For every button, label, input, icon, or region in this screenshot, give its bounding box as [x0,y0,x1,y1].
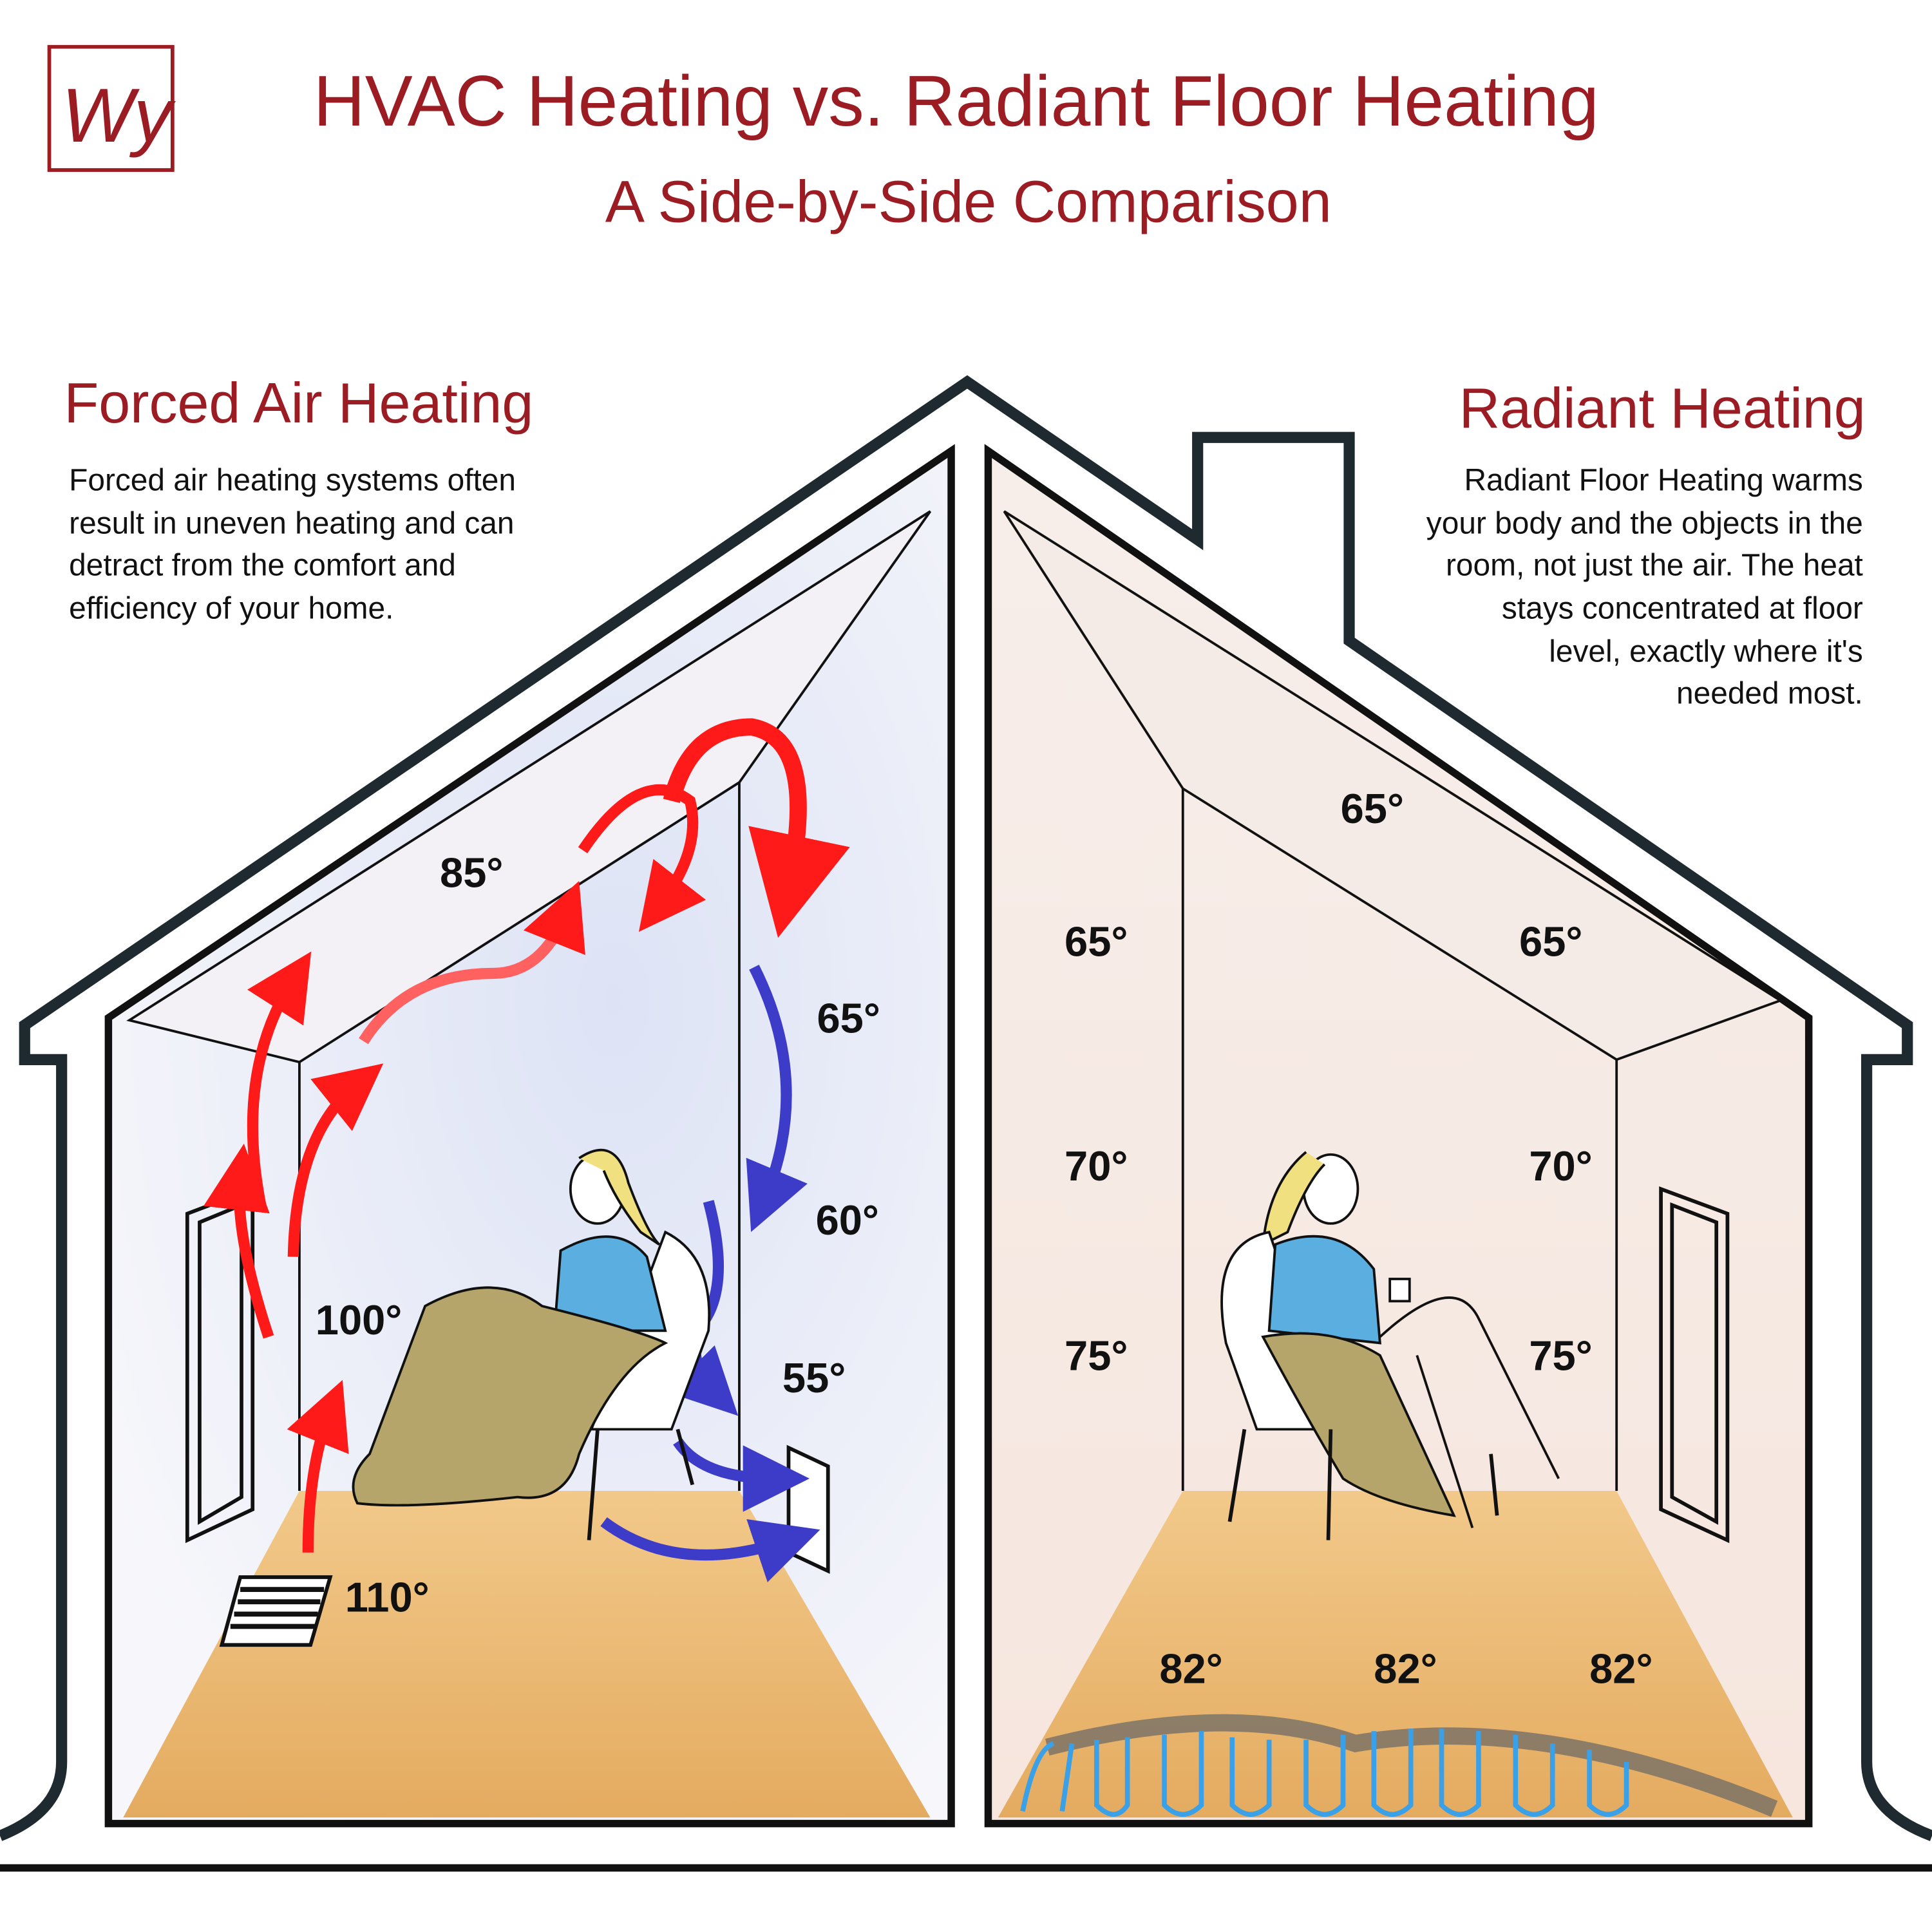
forced-air-description: Forced air heating systems often result … [69,463,516,625]
temp-low-right: 75° [1529,1332,1592,1379]
wood-floor [123,1491,931,1818]
floor-vent [219,1575,333,1647]
person-with-mug [1220,1151,1560,1540]
radiant-description: Radiant Floor Heating warms your body an… [1426,463,1863,710]
temp-mid-left: 70° [1065,1142,1128,1189]
temp-mid-right: 60° [816,1197,879,1244]
hot-air-arrows [204,718,850,1553]
return-vent [786,1444,830,1574]
temp-low-right: 55° [782,1354,846,1401]
forced-air-heading: Forced Air Heating [64,371,533,435]
forced-air-room: 85° 65° 60° 55° 100° 110° [104,444,955,1828]
door [1659,1186,1730,1544]
temp-upper-right: 65° [817,994,880,1041]
logo: Wy [47,44,176,172]
description-line: stays concentrated at floor [1502,591,1863,625]
person-with-blanket [352,1148,711,1540]
wood-floor [998,1491,1793,1818]
description-line: your body and the objects in the [1426,506,1863,540]
temp-floor-vent: 110° [345,1574,430,1621]
temp-mid-right: 70° [1529,1142,1592,1189]
radiant-heading: Radiant Heating [1459,376,1866,440]
temp-floor-2: 82° [1374,1645,1437,1692]
description-line: result in uneven heating and can [69,506,514,540]
house-outline [0,375,1932,1841]
temp-left-wall: 100° [316,1296,402,1343]
heating-pipes [1045,1714,1778,1817]
temp-low-left: 75° [1065,1332,1128,1379]
description-line: needed most. [1676,676,1863,710]
temp-floor-1: 82° [1159,1645,1222,1692]
description-line: room, not just the air. The heat [1446,548,1863,582]
logo-letters: Wy [62,73,176,158]
temp-upper-left: 65° [1065,918,1128,965]
page-title: HVAC Heating vs. Radiant Floor Heating [314,61,1599,141]
page-subtitle: A Side-by-Side Comparison [605,169,1332,234]
description-line: level, exactly where it's [1549,634,1863,668]
description-line: efficiency of your home. [69,591,393,625]
radiant-room: 65° 65° 65° 70° 70° 75° 75° 82° 82° 82° [984,444,1813,1828]
temp-ceiling: 85° [440,849,503,896]
temp-floor-3: 82° [1589,1645,1653,1692]
description-line: Radiant Floor Heating warms [1464,463,1862,497]
pipe-loops [1020,1728,1629,1817]
temp-ceiling: 65° [1341,785,1404,832]
temp-upper-right: 65° [1519,918,1582,965]
description-line: detract from the comfort and [69,548,456,582]
description-line: Forced air heating systems often [69,463,516,497]
